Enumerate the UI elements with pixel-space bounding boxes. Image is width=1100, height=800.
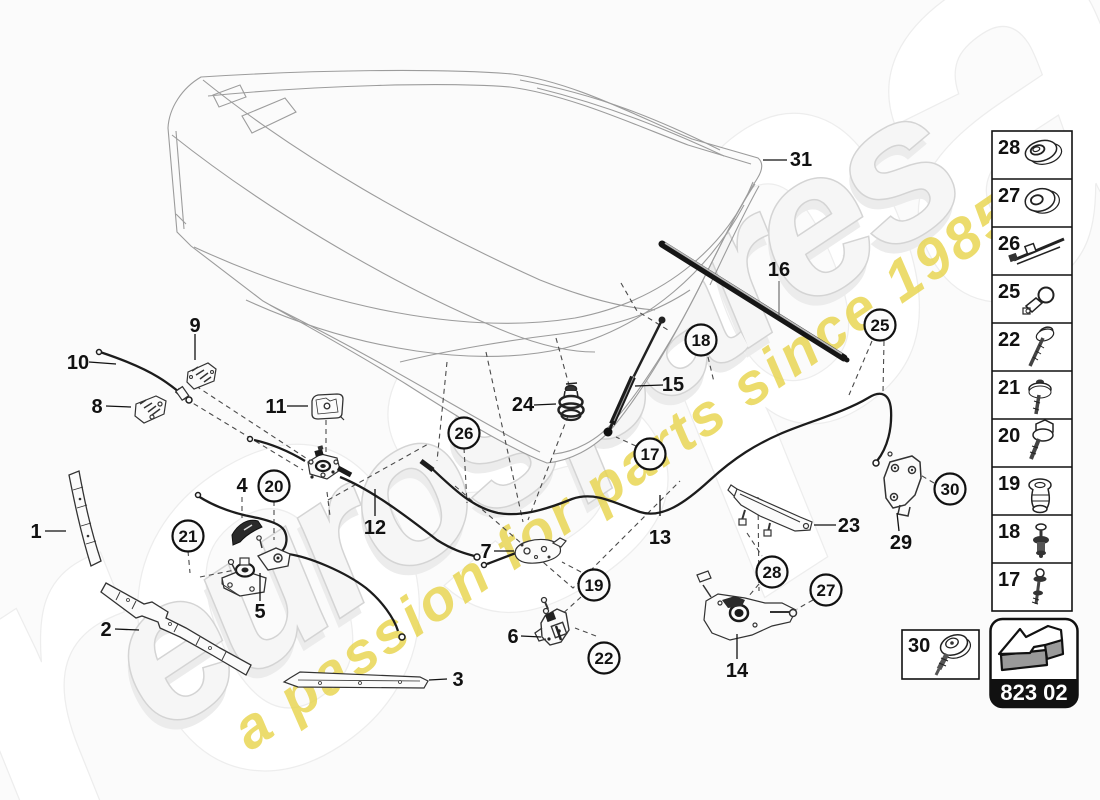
svg-text:18: 18 bbox=[692, 331, 711, 350]
svg-text:16: 16 bbox=[768, 259, 790, 281]
svg-text:30: 30 bbox=[941, 480, 960, 499]
svg-text:19: 19 bbox=[998, 473, 1020, 495]
svg-text:2: 2 bbox=[100, 619, 111, 641]
svg-text:27: 27 bbox=[998, 185, 1020, 207]
svg-text:23: 23 bbox=[838, 515, 860, 537]
svg-text:22: 22 bbox=[595, 649, 614, 668]
svg-text:29: 29 bbox=[890, 532, 912, 554]
svg-text:1: 1 bbox=[30, 521, 41, 543]
svg-text:27: 27 bbox=[817, 581, 836, 600]
svg-text:8: 8 bbox=[91, 396, 102, 418]
svg-text:22: 22 bbox=[998, 329, 1020, 351]
svg-text:25: 25 bbox=[998, 281, 1020, 303]
svg-text:17: 17 bbox=[998, 569, 1020, 591]
svg-text:11: 11 bbox=[265, 396, 286, 418]
svg-text:31: 31 bbox=[790, 149, 812, 171]
svg-text:9: 9 bbox=[189, 315, 200, 337]
svg-text:20: 20 bbox=[998, 425, 1020, 447]
svg-text:26: 26 bbox=[455, 424, 474, 443]
svg-text:28: 28 bbox=[763, 563, 782, 582]
svg-text:24: 24 bbox=[512, 394, 535, 416]
svg-text:17: 17 bbox=[641, 445, 660, 464]
svg-text:13: 13 bbox=[649, 527, 671, 549]
svg-text:21: 21 bbox=[179, 527, 198, 546]
svg-text:10: 10 bbox=[67, 352, 89, 374]
svg-text:823 02: 823 02 bbox=[1000, 680, 1067, 705]
svg-text:25: 25 bbox=[871, 316, 890, 335]
svg-text:28: 28 bbox=[998, 137, 1020, 159]
svg-text:3: 3 bbox=[452, 669, 463, 691]
svg-text:26: 26 bbox=[998, 233, 1020, 255]
svg-text:4: 4 bbox=[236, 475, 248, 497]
svg-text:15: 15 bbox=[662, 374, 684, 396]
svg-text:6: 6 bbox=[507, 626, 518, 648]
svg-text:30: 30 bbox=[908, 635, 930, 657]
svg-text:20: 20 bbox=[265, 477, 284, 496]
svg-text:12: 12 bbox=[364, 517, 386, 539]
svg-text:21: 21 bbox=[998, 377, 1020, 399]
svg-text:7: 7 bbox=[480, 541, 491, 563]
svg-text:14: 14 bbox=[726, 660, 749, 682]
svg-text:18: 18 bbox=[998, 521, 1020, 543]
svg-text:19: 19 bbox=[585, 576, 604, 595]
svg-text:5: 5 bbox=[254, 601, 265, 623]
